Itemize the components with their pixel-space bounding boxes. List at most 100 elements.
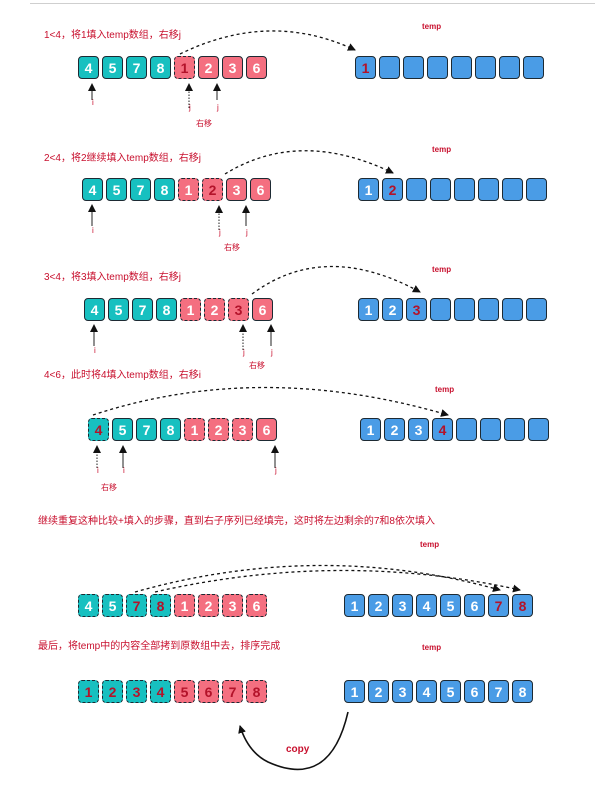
pointer-j: j bbox=[219, 228, 221, 237]
temp-label: temp bbox=[432, 265, 452, 274]
temp-label: temp bbox=[420, 540, 440, 549]
temp-cell bbox=[430, 178, 451, 201]
temp-cell bbox=[427, 56, 448, 79]
temp-cell bbox=[502, 298, 523, 321]
move-label: 右移 bbox=[101, 483, 117, 492]
move-label: 右移 bbox=[249, 361, 265, 370]
array-cell: 1 bbox=[174, 594, 195, 617]
pointer-j: j bbox=[243, 348, 245, 357]
array-cell: 2 bbox=[198, 594, 219, 617]
temp-cell: 6 bbox=[464, 680, 485, 703]
array-cell: 6 bbox=[246, 594, 267, 617]
temp-cell: 4 bbox=[416, 594, 437, 617]
temp-cell: 3 bbox=[406, 298, 427, 321]
move-label: 右移 bbox=[224, 243, 240, 252]
array-cell: 1 bbox=[180, 298, 201, 321]
move-arrow bbox=[134, 564, 501, 593]
temp-cell bbox=[456, 418, 477, 441]
array-cell: 5 bbox=[108, 298, 129, 321]
pointer-i: i bbox=[123, 466, 125, 475]
array-cell: 4 bbox=[82, 178, 103, 201]
temp-cell: 8 bbox=[512, 594, 533, 617]
pointer-i: i bbox=[92, 98, 94, 107]
temp-cell: 4 bbox=[432, 418, 453, 441]
array-cell: 4 bbox=[88, 418, 109, 441]
array-cell: 3 bbox=[126, 680, 147, 703]
move-arrow bbox=[154, 569, 521, 593]
pointer-j: j bbox=[271, 348, 273, 357]
move-label: 右移 bbox=[196, 119, 212, 128]
copy-label: copy bbox=[286, 744, 310, 755]
temp-label: temp bbox=[422, 22, 442, 31]
array-cell: 8 bbox=[150, 594, 171, 617]
move-arrow bbox=[179, 30, 356, 55]
copy-arrow bbox=[238, 711, 349, 771]
move-arrow bbox=[92, 386, 449, 417]
temp-cell bbox=[454, 298, 475, 321]
pointer-j: j bbox=[189, 103, 191, 112]
array-cell: 3 bbox=[228, 298, 249, 321]
array-cell: 7 bbox=[136, 418, 157, 441]
temp-label: temp bbox=[422, 643, 442, 652]
array-cell: 5 bbox=[106, 178, 127, 201]
temp-cell: 1 bbox=[358, 298, 379, 321]
array-cell: 2 bbox=[102, 680, 123, 703]
array-cell: 1 bbox=[184, 418, 205, 441]
array-cell: 2 bbox=[198, 56, 219, 79]
array-cell: 8 bbox=[246, 680, 267, 703]
array-cell: 3 bbox=[226, 178, 247, 201]
step-caption: 最后，将temp中的内容全部拷到原数组中去，排序完成 bbox=[38, 641, 281, 652]
temp-cell bbox=[406, 178, 427, 201]
array-cell: 6 bbox=[250, 178, 271, 201]
temp-cell bbox=[478, 298, 499, 321]
array-cell: 6 bbox=[246, 56, 267, 79]
pointer-i: i bbox=[92, 226, 94, 235]
temp-cell: 2 bbox=[382, 298, 403, 321]
array-cell: 5 bbox=[102, 594, 123, 617]
temp-cell: 3 bbox=[392, 594, 413, 617]
pointer-j: j bbox=[217, 103, 219, 112]
temp-cell bbox=[526, 298, 547, 321]
temp-cell bbox=[526, 178, 547, 201]
top-divider bbox=[30, 3, 595, 4]
step-caption: 继续重复这种比较+填入的步骤，直到右子序列已经填完，这时将左边剩余的7和8依次填… bbox=[38, 516, 435, 527]
array-cell: 1 bbox=[174, 56, 195, 79]
temp-cell: 4 bbox=[416, 680, 437, 703]
temp-cell: 3 bbox=[392, 680, 413, 703]
temp-cell: 7 bbox=[488, 680, 509, 703]
temp-cell: 2 bbox=[368, 594, 389, 617]
temp-cell: 1 bbox=[360, 418, 381, 441]
array-cell: 6 bbox=[198, 680, 219, 703]
temp-cell: 2 bbox=[368, 680, 389, 703]
step-caption: 4<6，此时将4填入temp数组，右移i bbox=[44, 370, 201, 381]
pointer-j: j bbox=[275, 466, 277, 475]
array-cell: 6 bbox=[252, 298, 273, 321]
array-cell: 7 bbox=[130, 178, 151, 201]
array-cell: 3 bbox=[222, 594, 243, 617]
pointer-i: i bbox=[94, 346, 96, 355]
temp-cell: 6 bbox=[464, 594, 485, 617]
temp-cell: 1 bbox=[355, 56, 376, 79]
temp-cell bbox=[478, 178, 499, 201]
array-cell: 8 bbox=[150, 56, 171, 79]
array-cell: 7 bbox=[126, 56, 147, 79]
temp-cell: 5 bbox=[440, 594, 461, 617]
array-cell: 8 bbox=[154, 178, 175, 201]
array-cell: 7 bbox=[126, 594, 147, 617]
step-caption: 1<4，将1填入temp数组，右移j bbox=[44, 30, 181, 41]
array-cell: 7 bbox=[132, 298, 153, 321]
array-cell: 5 bbox=[102, 56, 123, 79]
temp-cell bbox=[451, 56, 472, 79]
temp-cell bbox=[523, 56, 544, 79]
temp-cell bbox=[430, 298, 451, 321]
temp-cell bbox=[504, 418, 525, 441]
temp-cell bbox=[480, 418, 501, 441]
array-cell: 5 bbox=[174, 680, 195, 703]
temp-cell: 1 bbox=[344, 680, 365, 703]
array-cell: 5 bbox=[112, 418, 133, 441]
temp-label: temp bbox=[432, 145, 452, 154]
array-cell: 4 bbox=[78, 56, 99, 79]
temp-cell: 1 bbox=[358, 178, 379, 201]
array-cell: 4 bbox=[84, 298, 105, 321]
